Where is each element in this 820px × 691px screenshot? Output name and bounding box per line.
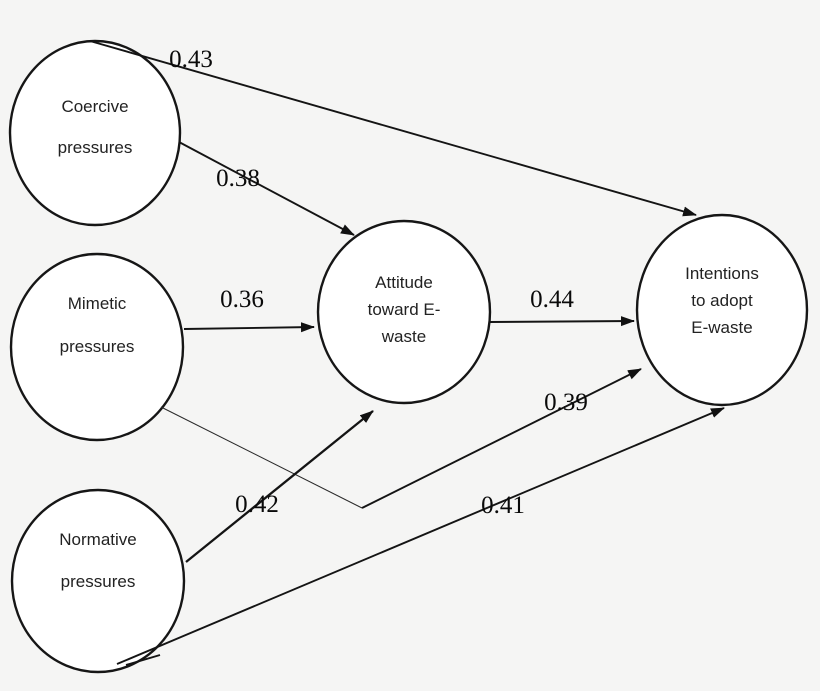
node-coercive-circle <box>8 39 182 227</box>
node-normative-label-line-1: Normative <box>59 530 136 549</box>
node-mimetic-circle <box>9 252 185 442</box>
coefficient-coercive-intentions: 0.43 <box>169 46 213 73</box>
node-attitude-circle <box>316 219 492 405</box>
edge-attitude-to-intentions-line <box>489 316 635 327</box>
coefficient-mimetic-intentions: 0.39 <box>544 389 588 416</box>
node-normative-label-line-2: pressures <box>61 572 136 591</box>
edge-mimetic-to-attitude-line <box>183 322 315 333</box>
node-intentions-label-line-3: E-waste <box>691 318 752 337</box>
edge-normative-to-attitude-line <box>185 410 374 563</box>
coefficient-normative-intentions: 0.41 <box>481 492 525 519</box>
edge-mimetic-to-intentions-arrow-segment <box>361 368 642 509</box>
node-intentions-label-line-2: to adopt <box>691 291 753 310</box>
node-mimetic-label-line-2: pressures <box>60 337 135 356</box>
node-attitude-label-line-3: waste <box>381 327 426 346</box>
edge-normative-to-intentions-tail <box>125 654 161 666</box>
edge-coefficient-labels: 0.43 0.38 0.36 0.39 0.42 0.41 0.44 <box>169 46 588 519</box>
edge-lines <box>89 40 725 666</box>
node-shapes <box>8 39 809 674</box>
edge-coercive-to-attitude-line <box>178 141 355 236</box>
node-attitude-label-line-1: Attitude <box>375 273 433 292</box>
node-intentions-label-line-1: Intentions <box>685 264 759 283</box>
edge-mimetic-to-intentions-bend-segment <box>160 406 363 509</box>
node-coercive-label-line-1: Coercive <box>61 97 128 116</box>
node-labels: Coercive pressures Mimetic pressures Nor… <box>58 97 759 591</box>
node-attitude-label-line-2: toward E- <box>368 300 441 319</box>
node-coercive-label-line-2: pressures <box>58 138 133 157</box>
edge-coercive-to-intentions-line <box>89 40 697 217</box>
coefficient-attitude-intentions: 0.44 <box>530 286 574 313</box>
node-normative-circle <box>10 488 186 674</box>
coefficient-coercive-attitude: 0.38 <box>216 165 260 192</box>
edge-normative-to-intentions-line <box>116 407 725 665</box>
node-intentions-circle <box>635 213 809 407</box>
coefficient-normative-attitude: 0.42 <box>235 491 279 518</box>
coefficient-mimetic-attitude: 0.36 <box>220 286 264 313</box>
node-mimetic-label-line-1: Mimetic <box>68 294 127 313</box>
